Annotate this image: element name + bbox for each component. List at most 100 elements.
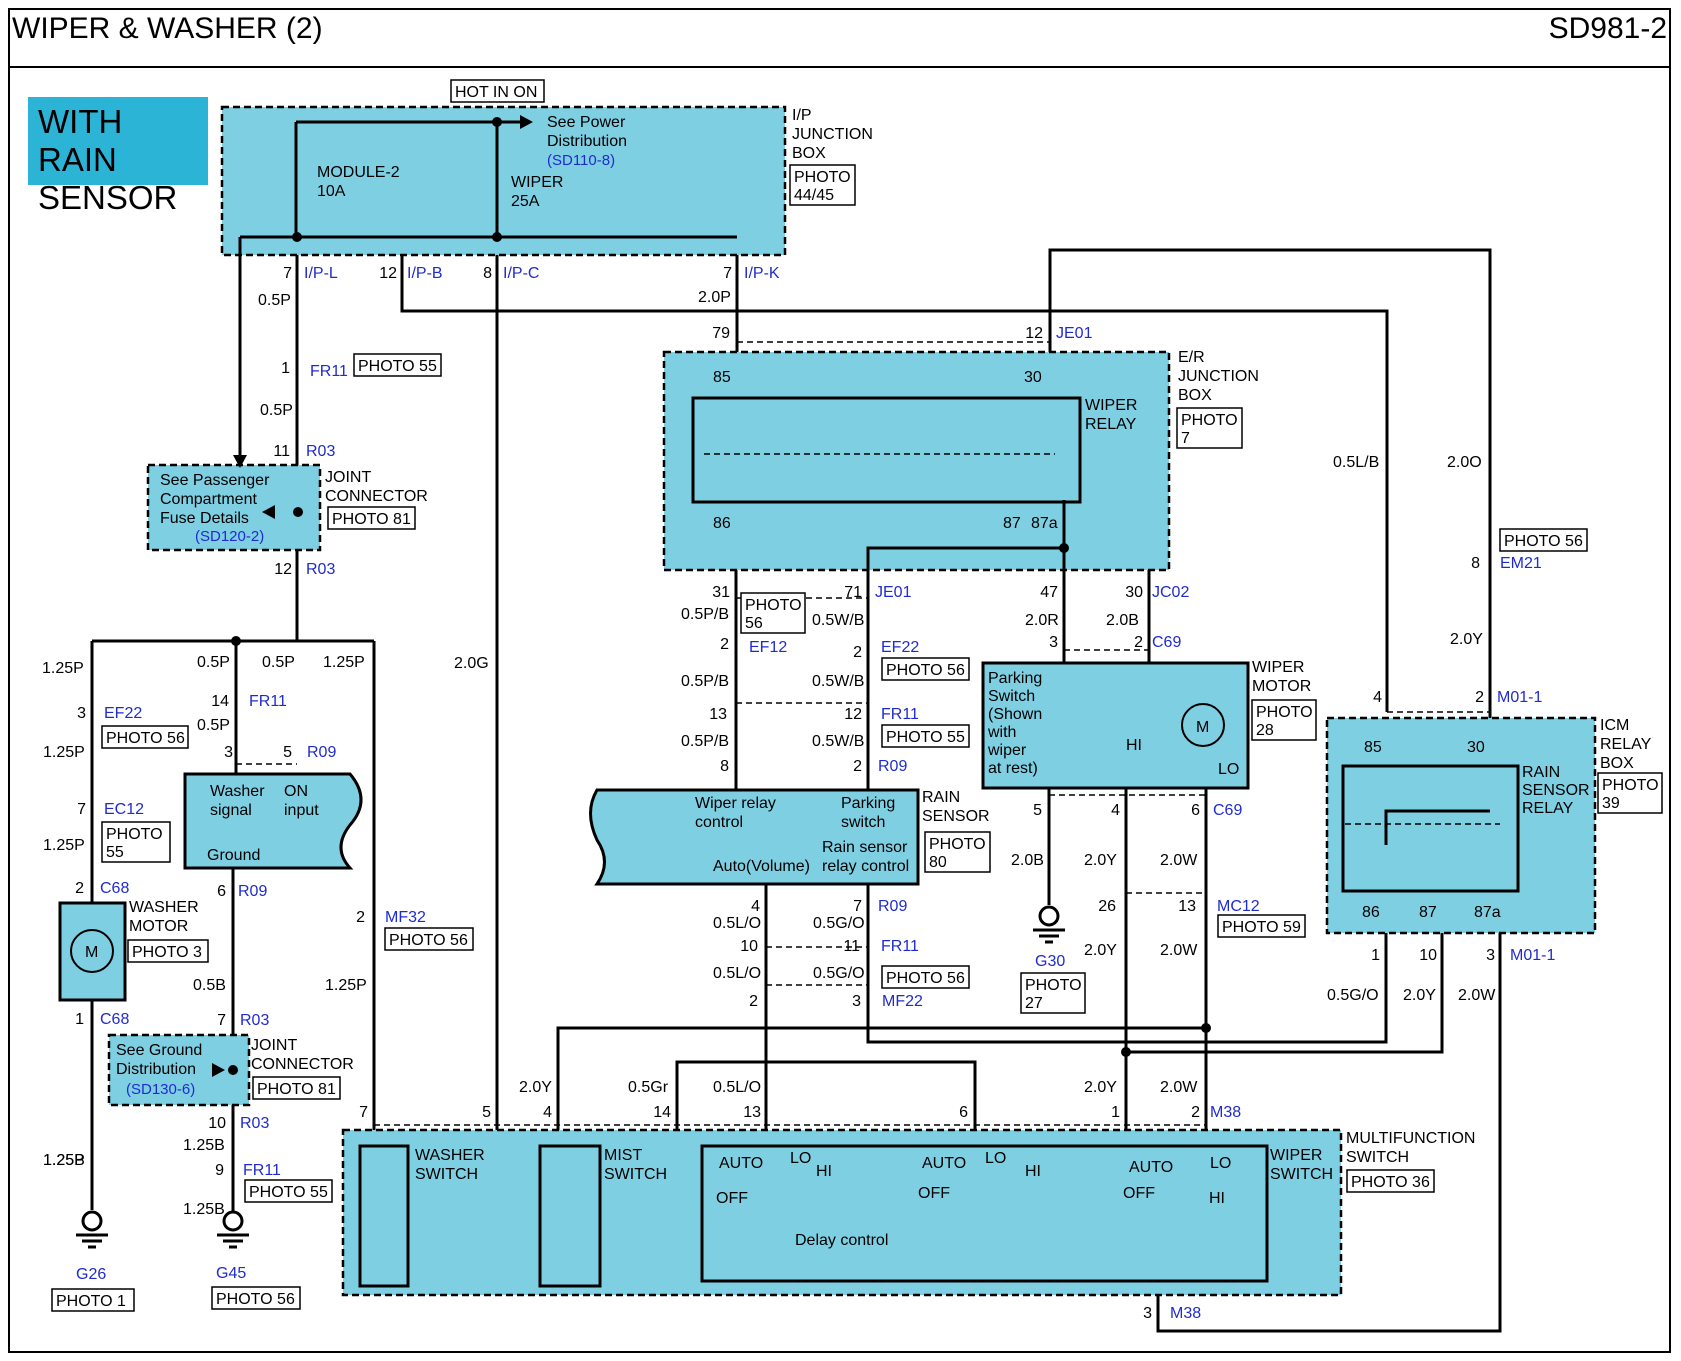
connector-id: M38 [1170,1305,1201,1322]
connector-id: M01-1 [1497,689,1542,706]
rain-sensor-relay-frame [1341,764,1520,893]
pin-number: 3 [224,744,233,761]
wire-spec-w16: 2.0G [454,655,489,672]
ec12-photo: 55 [106,844,124,861]
wire-spec-w32: 2.0W [1160,852,1198,869]
module-shape [183,772,363,870]
wire-spec-w21: 2.0B [1106,612,1139,629]
icm-relay-box [1325,716,1597,935]
ec12-photo: PHOTO [106,826,163,843]
pin-number: 7 [853,898,862,915]
wiper-motor-m [1181,703,1225,747]
pin-number: 26 [1098,898,1116,915]
connector-id: C69 [1213,802,1242,819]
module-ground: Ground [207,847,260,864]
je01-31-photo-box [740,592,806,634]
connector-id: EF12 [749,639,787,656]
mist-switch-frame [538,1144,602,1288]
pin-87a: 87a [1031,515,1058,532]
diagram-header [8,8,1671,68]
wire-mfs-1 [1126,933,1444,1054]
parking-switch-note: wiper [987,742,1027,759]
g26-photo: PHOTO 1 [56,1293,126,1310]
pin-number: 30 [1125,584,1143,601]
wire-icm-87 [1384,809,1490,845]
em21-photo-box [1499,528,1588,552]
wiper-switch-frame [700,1144,1269,1283]
solid-components [58,661,1250,1002]
wire-ipb-long [400,255,1389,712]
wiper-relay-name: RELAY [1085,416,1137,433]
ground-g26-name: G26 [76,1266,106,1283]
pin-number: 3 [852,993,861,1010]
je01-31-photo: PHOTO [745,597,802,614]
wire-spec-w43: 0.5L/O [713,1079,761,1096]
connector-id: R09 [307,744,336,761]
pin-number: 13 [1178,898,1196,915]
wire-spec-w8: 0.5P [197,717,230,734]
connector-id: C69 [1152,634,1181,651]
pin-86: 86 [713,515,731,532]
g45-photo-box [211,1286,301,1310]
ef22-left-photo: PHOTO 56 [106,730,185,747]
wire-mfs-4 [556,1026,1206,1130]
pin-number: 47 [1040,584,1058,601]
mist-switch-name: MIST [604,1147,642,1164]
joint1-see-ref: (SD120-2) [195,528,264,545]
ip-box-photo: 44/45 [794,187,834,204]
wire-spec-w37: 2.0Y [1450,631,1483,648]
wire-spec-w18: 0.5P/B [681,606,729,623]
fr11-top-photo: PHOTO 55 [358,358,437,375]
connector-id: EC12 [104,801,144,818]
connector-id: MF32 [385,909,426,926]
washer-switch-name: WASHER [415,1147,485,1164]
washer-switch-frame [358,1144,410,1288]
grounds [76,905,1065,1249]
text-layer: HOT IN ONI/PJUNCTIONBOXPHOTO44/45MODULE-… [42,79,1663,1322]
pin-number: 7 [77,801,86,818]
pin-number: 4 [543,1104,552,1121]
er-box-name: E/R [1178,349,1205,366]
icm-pin-86: 86 [1362,904,1380,921]
arrow-joint2 [212,1063,225,1077]
inner-switch-frames [358,396,1520,1288]
module-on-input: input [284,802,319,819]
ground-g45-name: G45 [216,1265,246,1282]
sw-hi-3: HI [1209,1190,1225,1207]
diagram-title: WIPER & WASHER (2) [12,12,323,45]
sw-auto-1: AUTO [719,1155,763,1172]
joint1-name: CONNECTOR [325,488,428,505]
ef22-mid-photo-box [881,657,970,681]
joint1-photo-box [327,506,416,530]
connector-id: JC02 [1152,584,1189,601]
pin-number: 4 [751,898,760,915]
wire-er-71 [866,546,1064,790]
pin-number: 8 [1471,555,1480,572]
pin-number: 2 [720,636,729,653]
wire-mfs-14 [675,1060,977,1130]
ground-g45 [222,1210,244,1232]
connector-id: FR11 [881,706,919,723]
sw-lo-2: LO [985,1150,1006,1167]
washer-motor-photo: PHOTO 3 [132,944,202,961]
ef22-left-photo-box [101,725,189,749]
er-box-name: BOX [1178,387,1212,404]
pin-30: 30 [1024,369,1042,386]
wire-spec-w34: 2.0W [1160,942,1198,959]
rain-sensor-relay-name: SENSOR [1522,782,1590,799]
washer-motor-m [70,929,114,973]
pin-number: 2 [75,880,84,897]
pin-number: 2 [1475,689,1484,706]
arrows [212,115,533,1077]
pin-number: 7 [723,265,732,282]
joint2-name: JOINT [251,1037,297,1054]
sw-auto-2: AUTO [922,1155,966,1172]
g45-photo: PHOTO 56 [216,1291,295,1308]
icm-box-photo-box [1597,772,1663,814]
ip-see-note: See Power [547,114,626,131]
parking-switch-note: (Shown [988,706,1042,723]
arrow-power-dist [520,115,533,129]
pin-number: 1 [281,360,290,377]
multifunction-name: MULTIFUNCTION [1346,1130,1475,1147]
connector-id: R09 [878,758,907,775]
